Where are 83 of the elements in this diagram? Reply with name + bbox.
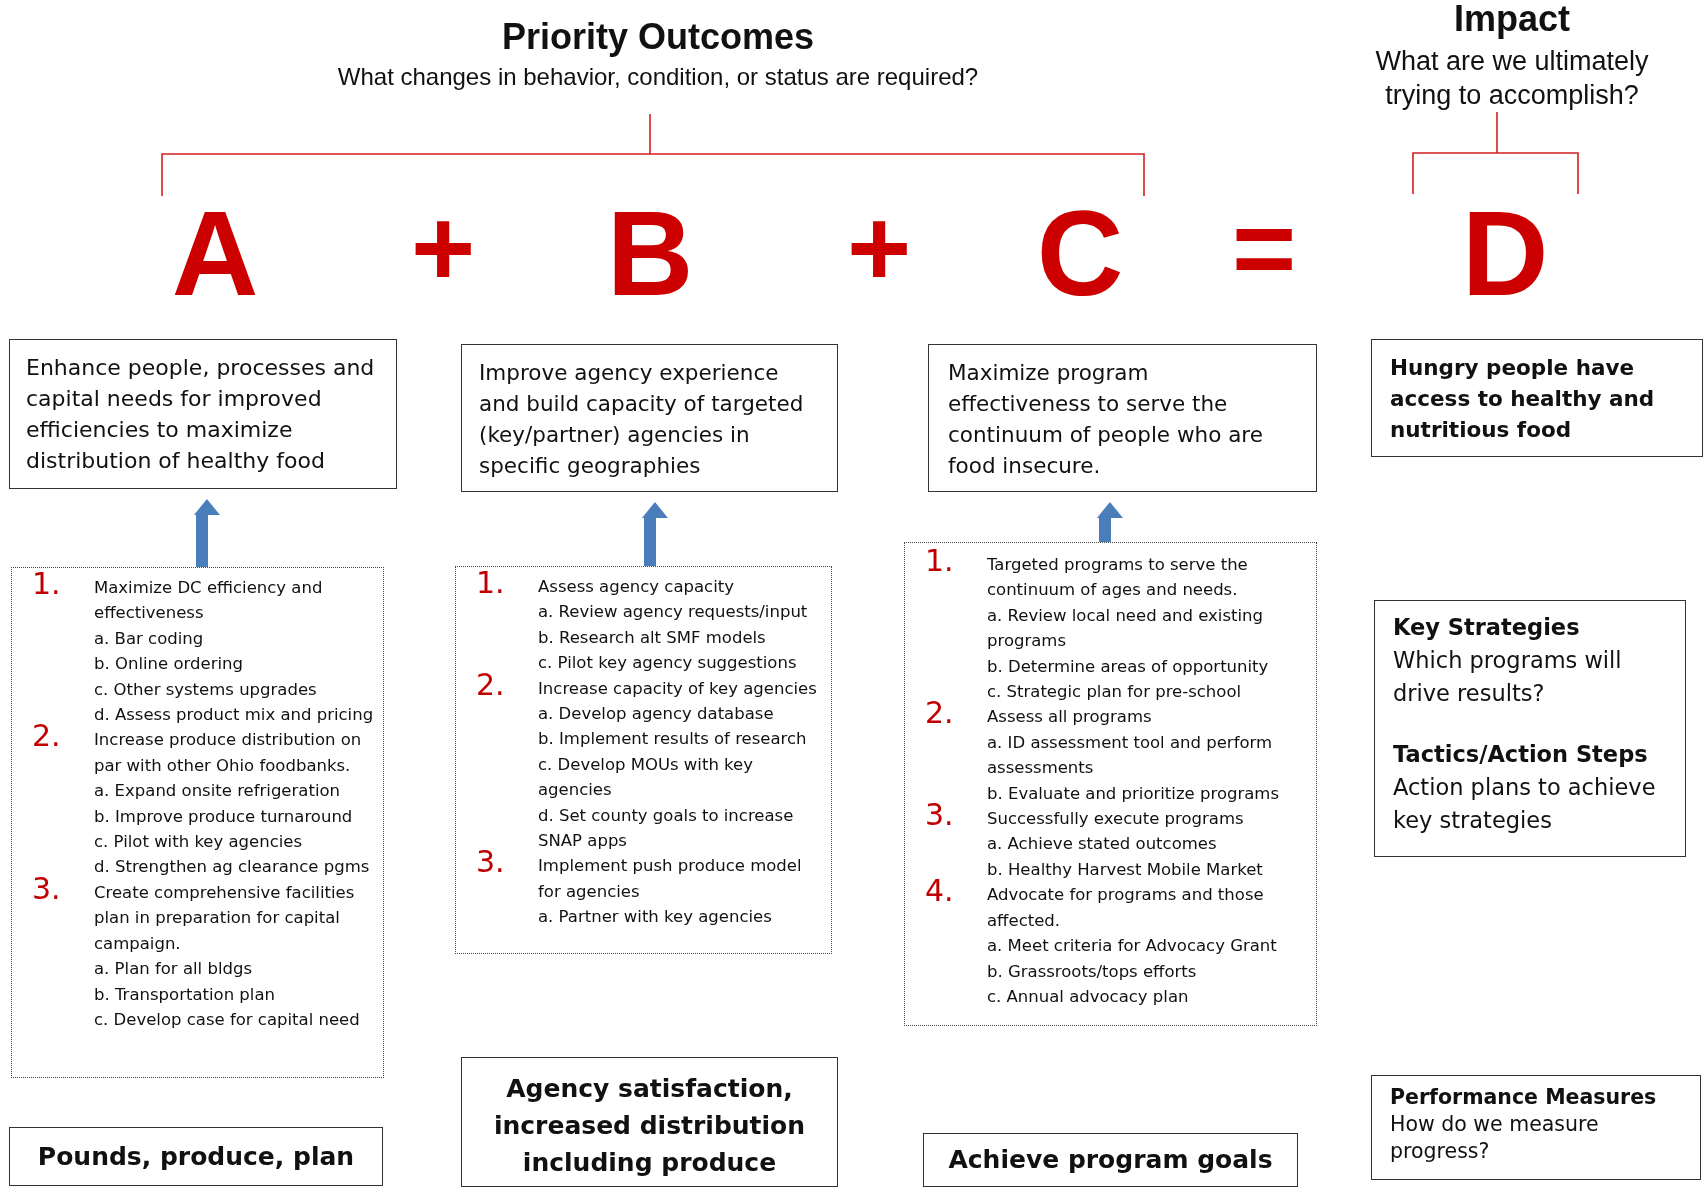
section-heading: Priority Outcomes xyxy=(500,18,816,56)
strategy-text: Advocate for programs and those affected. xyxy=(987,885,1264,930)
outcome-letter: D xyxy=(1460,190,1550,316)
action-step-text: c. Pilot key agency suggestions xyxy=(538,653,797,673)
list-number: 2. xyxy=(925,696,955,731)
block-arrow xyxy=(193,498,220,567)
outcome-box xyxy=(461,1057,838,1187)
box-text: Action plans to achieve key strategies xyxy=(1393,773,1657,835)
outcome-box xyxy=(1371,339,1703,457)
box-text: Improve agency experience and build capacity of targeted (key/partner) agencies in specific geographies xyxy=(479,359,805,480)
list-number: 3. xyxy=(925,798,955,833)
section-subtitle: What changes in behavior, condition, or status are required? xyxy=(336,64,980,90)
list-number: 2. xyxy=(32,719,62,754)
box-text: Maximize program effectiveness to serve the continuum of people who are food insecure. xyxy=(948,359,1264,480)
list-number: 1. xyxy=(32,567,62,601)
action-step-text: a. Develop agency database xyxy=(538,704,774,724)
action-step-text: b. Determine areas of opportunity xyxy=(987,656,1269,676)
strategy-text: Successfully execute programs xyxy=(987,809,1244,829)
action-step-text: a. Bar coding xyxy=(94,628,204,648)
outcome-box xyxy=(9,1127,383,1186)
action-step-text: b. Evaluate and prioritize programs xyxy=(987,783,1279,803)
strategy-list-box xyxy=(11,567,384,1078)
box-heading: Key Strategies xyxy=(1393,613,1581,642)
box-heading: Pounds, produce, plan xyxy=(36,1141,356,1173)
action-step-text: a. Expand onsite refrigeration xyxy=(94,781,341,801)
action-step-text: b. Grassroots/tops efforts xyxy=(987,961,1197,981)
action-step-text: c. Develop case for capital need xyxy=(94,1009,360,1029)
strategy-list-box xyxy=(455,566,832,954)
action-step-text: b. Improve produce turnaround xyxy=(94,806,353,826)
list-number: 1. xyxy=(925,544,955,578)
outcome-box xyxy=(9,339,397,489)
action-step-text: a. Partner with key agencies xyxy=(538,907,772,927)
action-step-text: d. Assess product mix and pricing xyxy=(94,705,374,725)
box-text: Which programs will drive results? xyxy=(1393,646,1623,708)
equals-sign: = xyxy=(1230,190,1298,306)
action-step-text: c. Pilot with key agencies xyxy=(94,832,303,852)
box-heading: Tactics/Action Steps xyxy=(1393,740,1649,769)
outcome-box xyxy=(923,1133,1298,1187)
outcome-box xyxy=(928,344,1317,492)
strategy-text: Assess all programs xyxy=(987,707,1152,727)
outcome-box xyxy=(1371,1075,1701,1180)
action-step-text: d. Set county goals to increase SNAP apps xyxy=(538,805,794,851)
list-number: 3. xyxy=(476,845,506,880)
action-step-text: a. Plan for all bldgs xyxy=(94,959,252,979)
box-heading: Performance Measures xyxy=(1390,1084,1658,1111)
box-heading: Hungry people have access to healthy and nutritious food xyxy=(1390,354,1656,444)
outcome-letter: B xyxy=(605,190,695,316)
action-step-text: b. Online ordering xyxy=(94,654,243,674)
action-step-text: c. Annual advocacy plan xyxy=(987,986,1189,1006)
box-heading: Agency satisfaction, increased distribution including produce xyxy=(492,1073,807,1179)
strategy-text: Create comprehensive facilities plan in preparation for capital campaign. xyxy=(94,882,355,953)
action-step-text: b. Research alt SMF models xyxy=(538,627,766,647)
strategy-list-box xyxy=(904,542,1317,1026)
box-heading: Achieve program goals xyxy=(947,1144,1274,1176)
section-subtitle: What are we ultimately trying to accomplish? xyxy=(1374,45,1650,112)
plus-sign: + xyxy=(409,190,477,306)
strategy-text: Assess agency capacity xyxy=(538,577,734,596)
list-number: 1. xyxy=(476,566,506,600)
plus-sign: + xyxy=(845,190,913,306)
block-arrow xyxy=(641,501,668,566)
action-step-text: c. Strategic plan for pre-school xyxy=(987,682,1242,702)
action-step-text: a. Achieve stated outcomes xyxy=(987,834,1217,854)
list-number: 2. xyxy=(476,667,506,702)
action-step-text: a. Review agency requests/input xyxy=(538,602,808,622)
box-text: How do we measure progress? xyxy=(1390,1111,1600,1165)
outcome-letter: C xyxy=(1035,190,1125,316)
list-number: 3. xyxy=(32,871,62,906)
block-arrow xyxy=(1096,501,1123,542)
strategy-text: Increase produce distribution on par with other Ohio foodbanks. xyxy=(94,730,362,775)
outcome-letter: A xyxy=(170,190,260,316)
action-step-text: a. Meet criteria for Advocacy Grant xyxy=(987,936,1277,956)
strategy-text: Increase capacity of key agencies xyxy=(538,678,817,698)
outcome-box xyxy=(1374,600,1686,857)
action-step-text: c. Other systems upgrades xyxy=(94,679,317,699)
section-heading: Impact xyxy=(1452,0,1571,38)
box-text: Enhance people, processes and capital needs for improved efficiencies to maximize distribution of healthy food xyxy=(26,354,376,475)
action-step-text: b. Implement results of research xyxy=(538,729,807,749)
action-step-text: b. Transportation plan xyxy=(94,984,275,1004)
list-number: 4. xyxy=(925,874,955,909)
outcome-box xyxy=(461,344,838,492)
strategy-text: Targeted programs to serve the continuum of ages and needs. xyxy=(987,555,1248,600)
action-step-text: d. Strengthen ag clearance pgms xyxy=(94,857,370,877)
action-step-text: b. Healthy Harvest Mobile Market xyxy=(987,859,1263,879)
